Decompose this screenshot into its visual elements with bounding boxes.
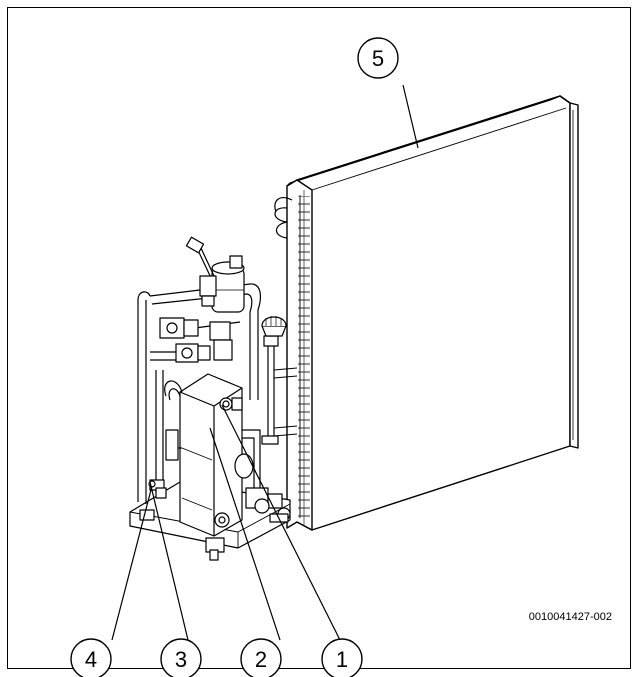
- leader-lines: [111, 84, 419, 641]
- leader-3: [149, 481, 189, 641]
- leader-4: [111, 485, 153, 641]
- callout-3: 3: [160, 638, 202, 677]
- coil-panel: [286, 95, 579, 531]
- mounting-rails: [273, 367, 298, 437]
- leader-2: [209, 427, 281, 641]
- callout-3-label: 3: [175, 647, 187, 672]
- callout-4-label: 4: [85, 647, 97, 672]
- refrigerant-assembly: [129, 236, 291, 561]
- callout-2: 2: [240, 638, 282, 677]
- coil-connections: [274, 197, 293, 239]
- callout-2-label: 2: [255, 647, 267, 672]
- leader-1: [221, 404, 341, 641]
- leader-5: [402, 84, 419, 149]
- callout-1: 1: [321, 638, 363, 677]
- callout-5: 5: [357, 37, 399, 79]
- callout-5-label: 5: [372, 46, 384, 71]
- callout-4: 4: [70, 638, 112, 677]
- figure-id: 0010041427-002: [528, 611, 612, 623]
- callout-1-label: 1: [336, 647, 348, 672]
